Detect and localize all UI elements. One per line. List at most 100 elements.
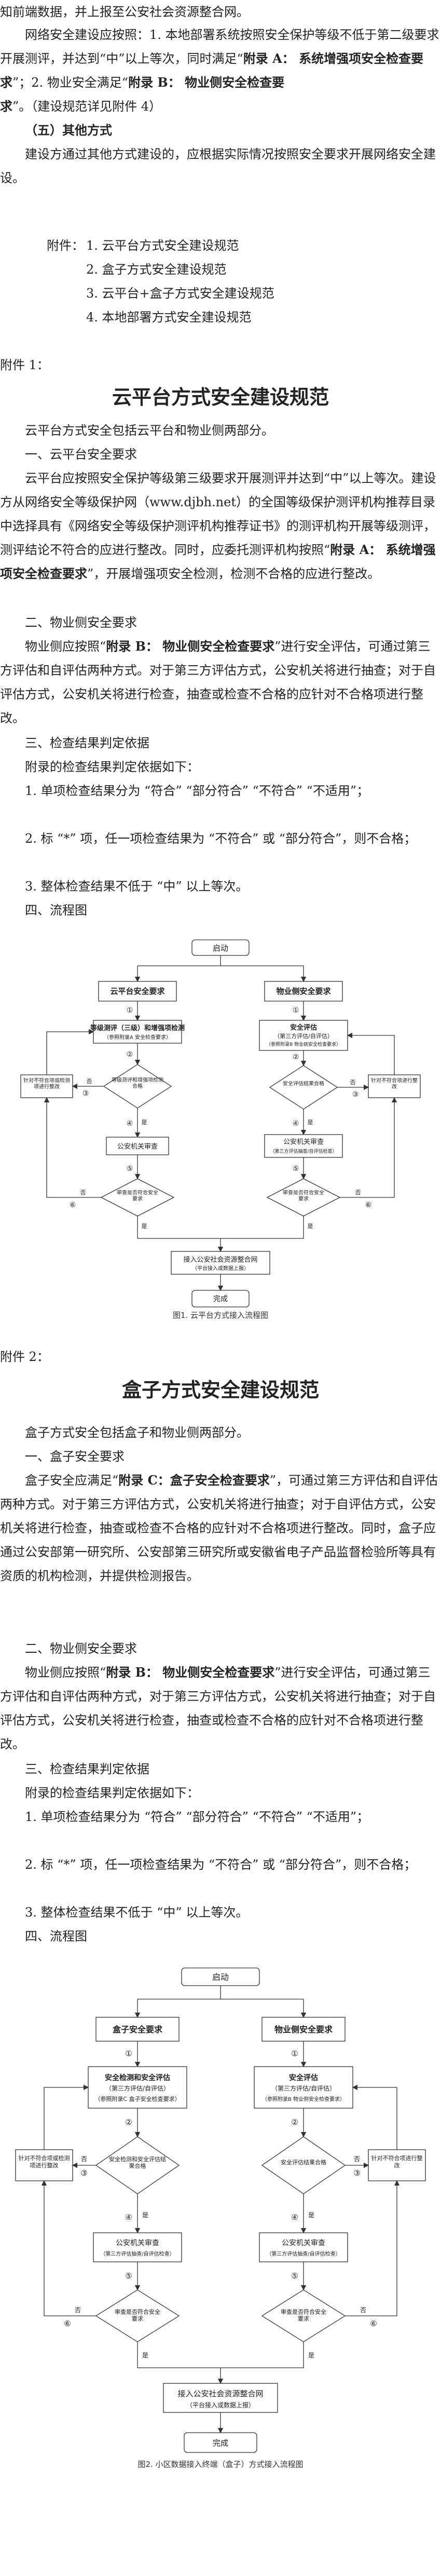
step-number: ⑤ — [125, 2271, 132, 2281]
annex-label: 附件 2： — [0, 1350, 49, 1364]
figure-caption-2: 图2. 小区数据接入终端（盒子）方式接入流程图 — [137, 2460, 304, 2469]
right-police-text: 公安机关审查 — [282, 2239, 325, 2247]
section-heading: 三、检查结果判定依据 — [25, 736, 149, 750]
step-number: ④ — [127, 1120, 133, 1128]
attachment-item[interactable]: 2. 盒子方式安全建设规范 — [86, 262, 227, 277]
intro-line: 知前端数据，并上报至公安社会资源整合网。 — [0, 5, 249, 19]
annex-paragraph: 云平台应按照安全保护等级第三级要求开展测评并达到“中”以上等次。建设方从网络安全… — [0, 471, 436, 581]
section-heading: 一、云平台安全要求 — [25, 447, 137, 462]
step-number: ⑤ — [293, 1165, 299, 1173]
join-text: 接入公安社会资源整合网 — [177, 2389, 263, 2398]
right-head-box — [261, 2017, 346, 2042]
right-pass-text: 安全评估结果合格 — [281, 2159, 326, 2166]
flowchart-1-svg: 启动 云平台安全要求 物业侧安全要求 等级测评（三级）和增强项检测 （参照附录A… — [20, 939, 421, 1307]
right-eval-box — [254, 2066, 353, 2109]
step-number: ① — [293, 1006, 299, 1015]
no-label: 否 — [360, 2307, 366, 2314]
join-box — [163, 2383, 278, 2413]
no-label: 否 — [75, 2307, 81, 2314]
right-pass-text: 安全评估结果合格 — [283, 1081, 324, 1087]
annex-paragraph: 物业侧应按照“附录 B： 物业侧安全检查要求”进行安全评估，可通过第三方评估和自… — [0, 639, 436, 725]
left-test-sub: （参照附录A 安全检查要求） — [104, 1034, 171, 1041]
rule-item: 1. 单项检查结果分为 “符合” “部分符合” “不符合” “不适用”； — [25, 784, 369, 798]
right-police-box — [264, 1134, 343, 1158]
step-number: ④ — [125, 2213, 132, 2222]
right-police-text: 公安机关审查 — [283, 1138, 324, 1146]
left-pass-text: 等级测评和增强项检测合格 — [112, 1077, 163, 1089]
join-text: 接入公安社会资源整合网 — [183, 1256, 257, 1264]
section-heading: 三、检查结果判定依据 — [25, 1762, 149, 1776]
attachments-label: 附件： — [47, 238, 84, 253]
annex-paragraph: 附录的检查结果判定依据如下： — [25, 760, 199, 774]
right-head-text: 物业侧安全要求 — [274, 2025, 333, 2034]
left-police-text: 公安机关审查 — [117, 1143, 158, 1151]
flow-done-text: 完成 — [213, 1295, 228, 1303]
annex-intro: 盒子方式安全包括盒子和物业侧两部分。 — [25, 1425, 249, 1440]
left-eval-text: 安全检测和安全评估 — [105, 2073, 170, 2082]
rule-item: 1. 单项检查结果分为 “符合” “部分符合” “不符合” “不适用”； — [25, 1810, 369, 1824]
right-fix-text: 针对不符合项进行整改 — [371, 1078, 418, 1090]
left-test-text: 等级测评（三级）和增强项检测 — [90, 1024, 185, 1032]
flowchart-2-svg: 启动 盒子安全要求 物业侧安全要求 安全检测和安全评估 （第三方评估/自评估） … — [15, 1967, 426, 2453]
right-police-sub: （第三方评估抽查/自评估检查） — [270, 1148, 337, 1154]
right-eval-sub1: （第三方评估/自评估） — [271, 2084, 336, 2092]
no-label: 否 — [350, 1079, 356, 1086]
yes-label: 是 — [142, 1119, 147, 1126]
attachment-item[interactable]: 4. 本地部署方式安全建设规范 — [86, 310, 252, 325]
step-number: ⑤ — [127, 1165, 133, 1173]
attachment-item[interactable]: 1. 云平台方式安全建设规范 — [86, 238, 239, 253]
left-eval-sub1: （第三方评估/自评估） — [105, 2084, 170, 2092]
left-head-text: 盒子安全要求 — [113, 2025, 163, 2034]
flowchart-2: 启动 盒子安全要求 物业侧安全要求 安全检测和安全评估 （第三方评估/自评估） … — [0, 1958, 441, 2541]
right-police-box — [259, 2232, 348, 2262]
left-police-text: 公安机关审查 — [116, 2239, 159, 2247]
no-label: 否 — [81, 2155, 87, 2163]
left-fix-text: 针对不符合项或检测项进行整改 — [23, 1078, 70, 1090]
yes-label: 是 — [142, 2211, 148, 2219]
flow-done-box — [184, 2432, 257, 2453]
annex-paragraph: 物业侧应按照“附录 B： 物业侧安全检查要求”进行安全评估，可通过第三方评估和自… — [0, 1665, 436, 1751]
section-heading: 二、物业侧安全要求 — [25, 1641, 137, 1656]
rule-item: 3. 整体检查结果不低于 “中” 以上等次。 — [25, 879, 249, 894]
step-number: ③ — [82, 1089, 89, 1098]
left-police-box — [93, 2232, 182, 2262]
step-number: ① — [291, 2049, 298, 2058]
attachment-item[interactable]: 3. 云平台+盒子方式安全建设规范 — [86, 286, 274, 301]
section-heading: 四、流程图 — [25, 1929, 87, 1944]
section-heading: 四、流程图 — [25, 903, 87, 918]
right-fix-text: 针对不符合项进行整改 — [371, 2155, 423, 2169]
flow-done-box — [191, 1290, 250, 1307]
section-heading: 一、盒子安全要求 — [25, 1449, 125, 1464]
step-number: ② — [125, 2118, 132, 2127]
intro-paragraph-2: 建设方通过其他方式建设的，应根据实际情况按照安全要求开展网络安全建设。 — [0, 147, 436, 185]
no-label: 否 — [87, 1078, 92, 1085]
right-eval-sub2: （参照附录B 物业侧安全检查要求） — [266, 1041, 341, 1047]
intro-paragraph-1: 网络安全建设应按照：1. 本地部署系统按照安全保护等级不低于第二级要求开展测评，… — [0, 28, 439, 114]
flow-done-text: 完成 — [213, 2438, 228, 2448]
yes-label: 是 — [308, 1223, 313, 1230]
join-sub: （平台接入或数据上报） — [186, 2401, 255, 2409]
right-police-sub: （第三方评估抽查/自评估检查） — [266, 2250, 340, 2257]
step-number: ② — [291, 2118, 298, 2127]
right-eval-sub1: （第三方评估/自评估） — [274, 1032, 333, 1040]
left-check-text: 审查是否符合安全要求 — [117, 1190, 158, 1202]
right-eval-sub2: （参照附录B 物业侧安全检查要求） — [262, 2096, 345, 2102]
left-check-text: 审查是否符合安全要求 — [115, 2309, 160, 2322]
left-eval-box — [88, 2066, 187, 2109]
right-eval-text: 安全评估 — [289, 2073, 318, 2082]
yes-label: 是 — [142, 2352, 148, 2359]
step-number: ② — [293, 1053, 299, 1061]
left-eval-sub2: （参照附录C 盒子安全检查要求） — [94, 2095, 180, 2102]
step-number: ⑤ — [291, 2271, 298, 2281]
step-number: ③ — [353, 2168, 360, 2178]
join-sub: （平台接入或数据上报） — [192, 1265, 249, 1272]
left-head-box — [95, 2017, 180, 2042]
step-number: ③ — [352, 1090, 359, 1099]
annex-intro: 云平台方式安全包括云平台和物业侧两部分。 — [25, 423, 274, 438]
step-number: ⑥ — [64, 2319, 71, 2328]
yes-label: 是 — [308, 1119, 313, 1126]
step-number: ⑥ — [365, 1201, 372, 1209]
right-head-box — [264, 981, 343, 1002]
annex-label: 附件 1： — [0, 358, 49, 372]
